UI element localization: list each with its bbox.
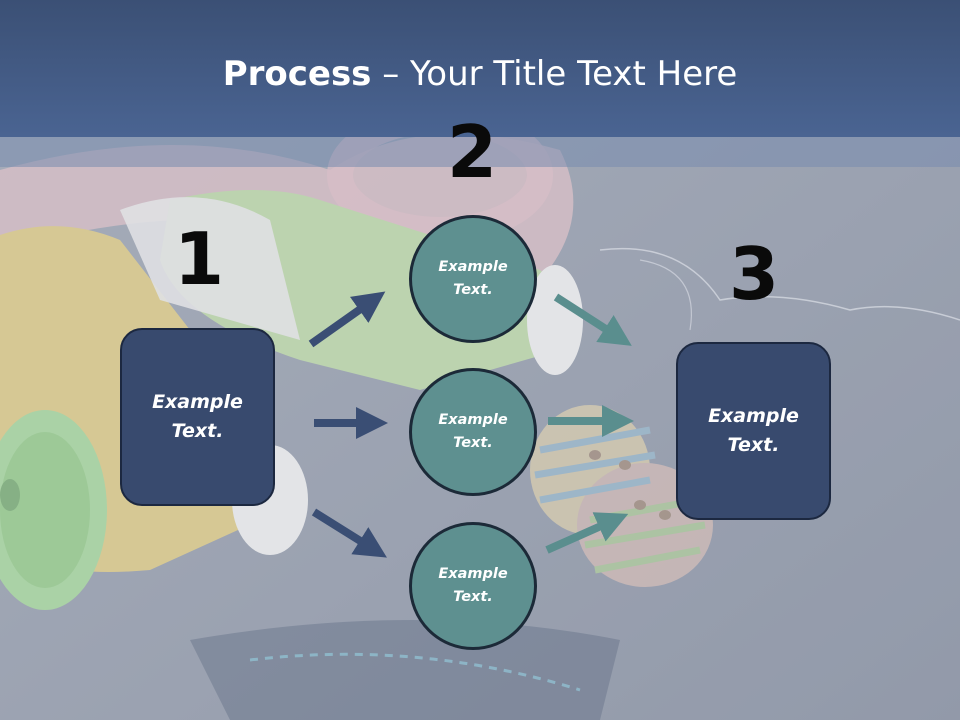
circle-bottom: Example Text. [409,522,537,650]
step-number-3: 3 [728,232,780,316]
step-1-text: Example Text. [152,391,243,442]
circle-middle: Example Text. [409,368,537,496]
circle-bottom-text: Example Text. [438,566,508,605]
slide-title: Process – Your Title Text Here [0,52,960,96]
arrow-from-top [553,293,632,346]
title-bar [0,0,960,137]
title-bold: Process [222,54,372,94]
step-3-text: Example Text. [708,405,799,456]
title-band [0,137,960,167]
step-number-1: 1 [173,217,225,301]
circle-middle-text: Example Text. [438,412,508,451]
title-rest: – Your Title Text Here [371,54,738,94]
arrow-from-bottom [545,512,629,554]
arrow-to-top [308,291,386,348]
step-number-2: 2 [446,110,498,194]
step-1-box: Example Text. [120,328,275,506]
arrow-to-bottom [311,508,387,558]
step-3-box: Example Text. [676,342,831,520]
circle-top: Example Text. [409,215,537,343]
circle-top-text: Example Text. [438,259,508,298]
